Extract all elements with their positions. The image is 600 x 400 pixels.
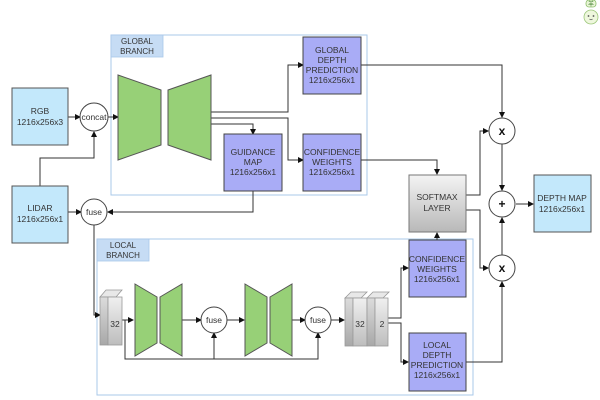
global-branch-header-line1: GLOBAL: [121, 37, 154, 46]
sticker-icon: 羊: [583, 0, 599, 25]
svg-text:CONFIDENCE: CONFIDENCE: [409, 254, 466, 264]
svg-text:CONFIDENCE: CONFIDENCE: [304, 147, 361, 157]
local-encoder-2-icon: [244, 283, 268, 357]
global-decoder-icon: [167, 74, 212, 161]
svg-text:1216x256x1: 1216x256x1: [414, 274, 461, 284]
svg-text:+: +: [498, 197, 505, 211]
global-encoder-icon: [117, 74, 162, 161]
rgb-dims: 1216x256x3: [17, 117, 64, 127]
softmax-layer-box: SOFTMAX LAYER: [408, 174, 467, 233]
svg-text:x: x: [499, 261, 506, 275]
local-encoder-1-icon: [134, 283, 158, 357]
svg-text:fuse: fuse: [206, 315, 222, 325]
svg-text:x: x: [499, 124, 506, 138]
svg-text:GUIDANCE: GUIDANCE: [231, 147, 276, 157]
local-input-block-32: 32: [99, 289, 123, 346]
svg-text:32: 32: [355, 319, 365, 329]
fuse-local-node-2: fuse: [304, 306, 332, 334]
svg-text:concat: concat: [81, 112, 107, 122]
svg-text:PREDICTION: PREDICTION: [411, 360, 463, 370]
local-branch-header-line2: BRANCH: [106, 251, 140, 260]
multiply-bottom-node: x: [488, 254, 516, 282]
local-decoder-2-icon: [269, 283, 293, 357]
svg-text:DEPTH: DEPTH: [318, 55, 347, 65]
local-confidence-weights-box: CONFIDENCE WEIGHTS 1216x256x1: [408, 239, 467, 298]
svg-text:DEPTH MAP: DEPTH MAP: [537, 193, 587, 203]
local-out-block-2: 2: [366, 291, 390, 347]
global-branch-header-line2: BRANCH: [120, 47, 154, 56]
global-confidence-weights-box: CONFIDENCE WEIGHTS 1216x256x1: [302, 133, 362, 192]
local-branch-header-line1: LOCAL: [110, 241, 137, 250]
fuse-local-node-1: fuse: [200, 306, 228, 334]
svg-text:1216x256x1: 1216x256x1: [309, 75, 356, 85]
rgb-title: RGB: [31, 106, 50, 116]
svg-text:1216x256x1: 1216x256x1: [539, 204, 586, 214]
svg-text:1216x256x1: 1216x256x1: [309, 167, 356, 177]
global-depth-prediction-box: GLOBAL DEPTH PREDICTION 1216x256x1: [302, 36, 362, 95]
guidance-map-box: GUIDANCE MAP 1216x256x1: [223, 133, 283, 192]
local-mid-block-32: 32: [344, 291, 368, 347]
lidar-input-box: LIDAR 1216x256x1: [11, 185, 69, 244]
svg-text:LAYER: LAYER: [423, 203, 450, 213]
svg-text:2: 2: [380, 319, 385, 329]
lidar-title: LIDAR: [27, 203, 52, 213]
svg-text:fuse: fuse: [86, 207, 102, 217]
local-depth-prediction-box: LOCAL DEPTH PREDICTION 1216x256x1: [408, 332, 467, 392]
local-branch-header: [96, 238, 150, 262]
local-decoder-1-icon: [159, 283, 183, 357]
global-branch-header: [110, 34, 164, 58]
svg-text:DEPTH: DEPTH: [423, 350, 452, 360]
fuse-input-node: fuse: [80, 198, 108, 226]
svg-text:SOFTMAX: SOFTMAX: [416, 192, 457, 202]
lidar-dims: 1216x256x1: [17, 214, 64, 224]
concat-node: concat: [79, 102, 109, 132]
svg-text:32: 32: [110, 319, 120, 329]
svg-text:PREDICTION: PREDICTION: [306, 65, 358, 75]
svg-text:GLOBAL: GLOBAL: [315, 45, 349, 55]
depth-map-output-box: DEPTH MAP 1216x256x1: [533, 174, 592, 233]
svg-text:fuse: fuse: [310, 315, 326, 325]
svg-text:1216x256x1: 1216x256x1: [230, 167, 277, 177]
svg-text:WEIGHTS: WEIGHTS: [417, 264, 457, 274]
svg-text:1216x256x1: 1216x256x1: [414, 370, 461, 380]
svg-text:WEIGHTS: WEIGHTS: [312, 157, 352, 167]
svg-text:LOCAL: LOCAL: [423, 340, 451, 350]
svg-text:MAP: MAP: [244, 157, 263, 167]
rgb-input-box: RGB 1216x256x3: [11, 87, 69, 146]
svg-text:羊: 羊: [588, 0, 594, 8]
add-node: +: [488, 190, 516, 218]
multiply-top-node: x: [488, 117, 516, 145]
connectors: [39, 62, 534, 365]
